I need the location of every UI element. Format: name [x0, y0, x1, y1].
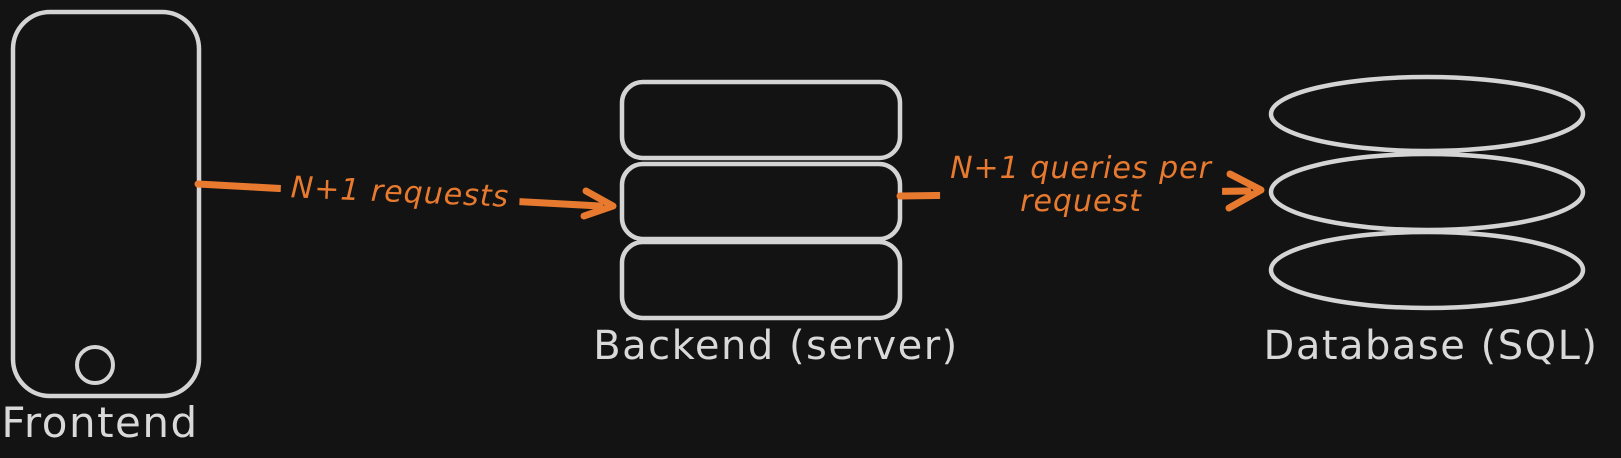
database-node-shape: [1268, 74, 1586, 311]
server-slot-1: [619, 79, 903, 161]
server-slot-3: [619, 239, 903, 321]
database-node-label: Database (SQL): [1263, 323, 1599, 369]
smartphone-home-button-icon: [75, 345, 115, 385]
arrowhead-icon: [580, 187, 617, 220]
frontend-node-shape: [10, 9, 202, 399]
server-slot-2: [619, 161, 903, 242]
db-disk-3: [1268, 229, 1586, 311]
arrow-label-line-2: request: [1020, 184, 1142, 219]
frontend-node-label: Frontend: [1, 398, 199, 447]
arrow-label-line-1: N+1 queries per: [950, 151, 1212, 186]
db-disk-2: [1268, 151, 1586, 233]
arrowhead-icon: [1225, 170, 1265, 212]
db-disk-1: [1268, 74, 1586, 154]
smartphone-body-shape: [10, 9, 202, 399]
backend-node-label: Backend (server): [593, 323, 959, 369]
arrow-label-n-plus-1-queries: N+1 queries per request: [940, 150, 1222, 220]
backend-node-shape: [619, 79, 903, 321]
